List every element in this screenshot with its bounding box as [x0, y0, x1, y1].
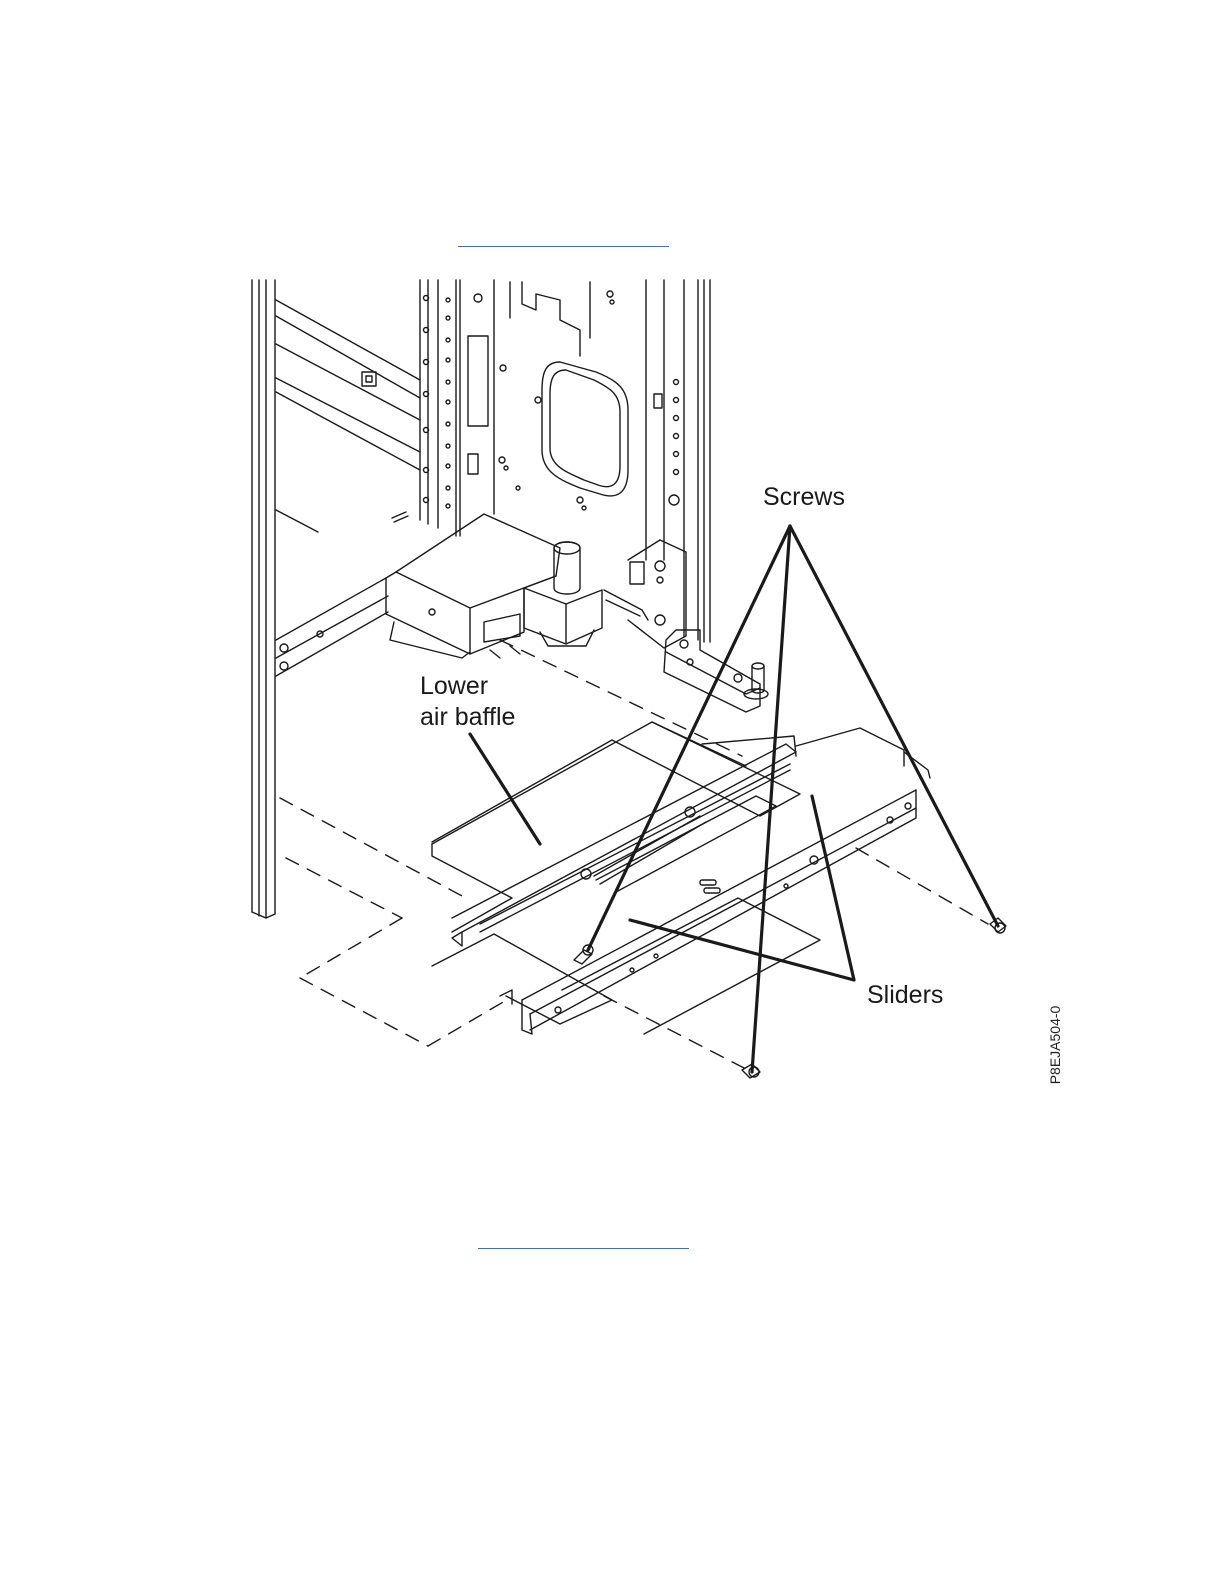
rear-panel [499, 282, 628, 510]
screws-label: Screws [763, 482, 845, 513]
rack-floor [276, 510, 408, 676]
link-underline-bottom[interactable] [478, 1248, 689, 1249]
lower-air-baffle-label-line2: air baffle [420, 702, 515, 733]
rail-holes [424, 294, 680, 508]
rack-rear-frame [276, 280, 710, 642]
sliders-label: Sliders [867, 980, 943, 1011]
figure-id: P8EJA504-0 [1047, 1006, 1063, 1085]
lower-air-baffle-label-line1: Lower [420, 671, 488, 702]
lower-bracket-assembly [386, 514, 648, 658]
left-slider [452, 744, 796, 946]
left-rack-post [252, 280, 275, 918]
